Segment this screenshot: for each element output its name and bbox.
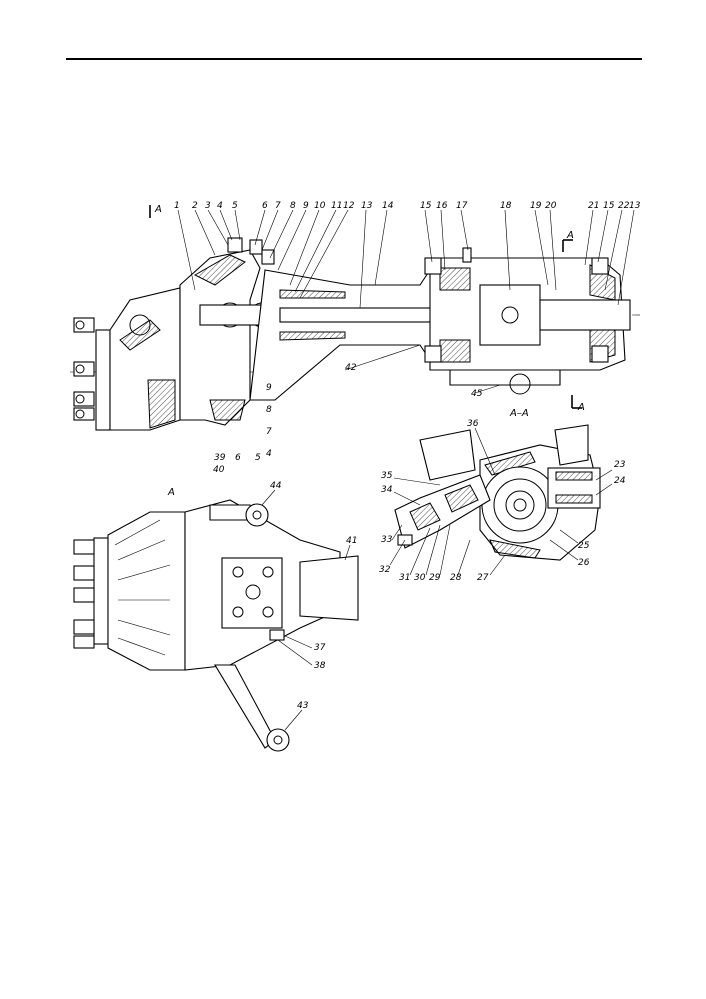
wheel-studs xyxy=(73,317,95,421)
section-mark-left: A xyxy=(154,204,162,215)
callout-9: 9 xyxy=(303,201,309,211)
callout-32: 32 xyxy=(379,565,391,575)
main-callout-labels: 1 2 3 4 5 6 7 8 9 10 11 12 13 14 15 16 1… xyxy=(154,201,641,475)
callout-7: 7 xyxy=(275,201,281,211)
ring-gear xyxy=(481,466,559,544)
callout-41: 41 xyxy=(346,536,357,546)
mounting-plate xyxy=(221,557,283,629)
callout-30: 30 xyxy=(414,573,426,583)
callout-24: 24 xyxy=(614,476,626,486)
section-mark-right-bottom: A xyxy=(577,402,585,413)
callout-26: 26 xyxy=(578,558,590,568)
header-rule xyxy=(66,58,642,60)
callout-12: 12 xyxy=(343,201,355,211)
callout-9b: 9 xyxy=(266,383,272,393)
callout-39: 39 xyxy=(214,453,226,463)
section-title: А–А xyxy=(509,408,529,419)
callout-10: 10 xyxy=(314,201,326,211)
callout-15b: 15 xyxy=(603,201,615,211)
callout-16: 16 xyxy=(436,201,448,211)
swivel-housing xyxy=(179,249,261,426)
callout-13b: 13 xyxy=(629,201,641,211)
callout-6: 6 xyxy=(262,201,268,211)
callout-4: 4 xyxy=(217,201,223,211)
callout-37: 37 xyxy=(314,643,326,653)
callout-19: 19 xyxy=(530,201,542,211)
main-section-view xyxy=(70,205,640,431)
half-shaft xyxy=(279,307,451,323)
callout-43: 43 xyxy=(297,701,309,711)
callout-36: 36 xyxy=(467,419,479,429)
differential xyxy=(479,284,541,346)
callout-35: 35 xyxy=(381,471,393,481)
callout-31: 31 xyxy=(399,573,410,583)
callout-7b: 7 xyxy=(266,427,272,437)
callout-40: 40 xyxy=(213,465,225,475)
callout-17: 17 xyxy=(456,201,468,211)
callout-42: 42 xyxy=(345,363,357,373)
callout-2: 2 xyxy=(192,201,198,211)
callout-28: 28 xyxy=(450,573,462,583)
view-a: А xyxy=(73,487,359,752)
callout-33: 33 xyxy=(381,535,393,545)
callout-8b: 8 xyxy=(266,405,272,415)
section-mark-right-top: A xyxy=(566,230,574,241)
callout-5: 5 xyxy=(232,201,238,211)
callout-18: 18 xyxy=(500,201,512,211)
callout-34: 34 xyxy=(381,485,393,495)
callout-14: 14 xyxy=(382,201,394,211)
callout-11: 11 xyxy=(331,201,342,211)
view-a-title: А xyxy=(167,487,175,498)
callout-15: 15 xyxy=(420,201,432,211)
callout-38: 38 xyxy=(314,661,326,671)
callout-44: 44 xyxy=(270,481,282,491)
callout-29: 29 xyxy=(429,573,441,583)
callout-23: 23 xyxy=(614,460,626,470)
callout-3: 3 xyxy=(205,201,211,211)
callout-45: 45 xyxy=(471,389,483,399)
callout-6b: 6 xyxy=(235,453,241,463)
callout-27: 27 xyxy=(477,573,489,583)
callout-5b: 5 xyxy=(255,453,261,463)
lower-arm xyxy=(214,664,276,749)
callout-13: 13 xyxy=(361,201,373,211)
ribbed-hub xyxy=(107,511,186,671)
callout-22: 22 xyxy=(618,201,630,211)
callout-21: 21 xyxy=(588,201,599,211)
wheel-flange xyxy=(95,329,111,431)
view-a-callouts: 44 41 37 38 43 xyxy=(270,481,357,711)
callout-8: 8 xyxy=(290,201,296,211)
callout-20: 20 xyxy=(545,201,557,211)
section-aa-callouts: 36 23 24 25 26 27 28 29 30 31 32 33 34 3… xyxy=(379,419,626,583)
callout-4b: 4 xyxy=(266,449,272,459)
callout-25: 25 xyxy=(578,541,590,551)
section-aa-view: А–А xyxy=(389,408,613,576)
callout-1: 1 xyxy=(174,201,180,211)
